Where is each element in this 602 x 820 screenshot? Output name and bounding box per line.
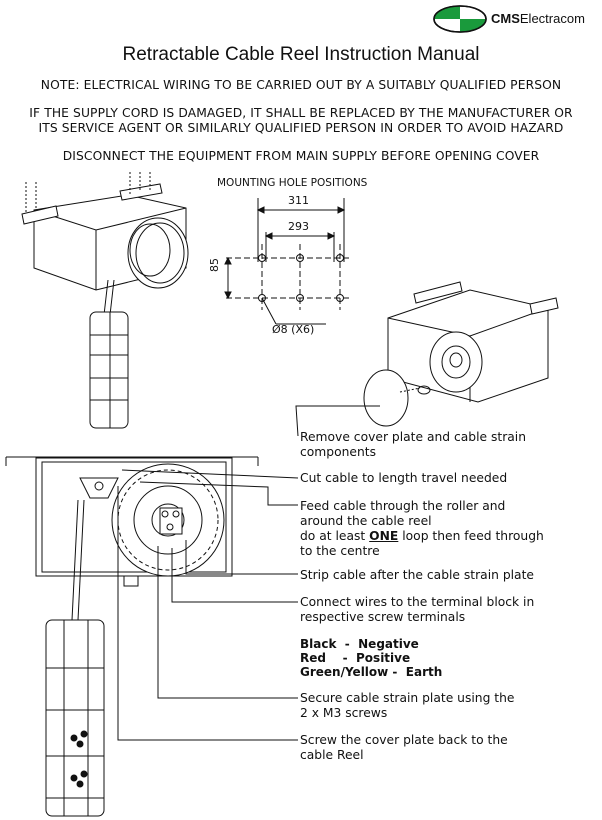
page-title: Retractable Cable Reel Instruction Manua…: [122, 44, 480, 65]
note-supply-cord-line2: ITS SERVICE AGENT OR SIMILARLY QUALIFIED…: [38, 121, 564, 135]
exploded-cover-view: [363, 281, 559, 427]
note-qualified-person: NOTE: ELECTRICAL WIRING TO BE CARRIED OU…: [40, 78, 562, 92]
note-disconnect: DISCONNECT THE EQUIPMENT FROM MAIN SUPPL…: [62, 149, 540, 163]
brand-logo: [432, 4, 600, 34]
reel-unit-isometric-view: [21, 172, 189, 429]
step-feed-cable: Feed cable through the roller and around…: [300, 499, 544, 558]
step-strip-cable: Strip cable after the cable strain plate: [300, 568, 534, 582]
dimension-inner-width: 293: [288, 220, 309, 233]
note-supply-cord-line1: IF THE SUPPLY CORD IS DAMAGED, IT SHALL …: [29, 106, 573, 120]
wire-black: Black - Negative: [300, 637, 419, 651]
wire-green-yellow: Green/Yellow - Earth: [300, 665, 443, 679]
wire-red: Red - Positive: [300, 651, 411, 665]
dimension-height: 85: [208, 258, 221, 272]
mounting-hole-diagram: [224, 198, 352, 325]
hole-diameter-spec: Ø8 (X6): [272, 323, 315, 336]
callout-leader-lines: [117, 405, 380, 741]
mounting-hole-label: MOUNTING HOLE POSITIONS: [217, 177, 368, 189]
wire-color-legend: Black - Negative Red - Positive Green/Ye…: [300, 637, 442, 679]
logo-emblem-icon: [433, 5, 487, 33]
dimension-outer-width: 311: [288, 194, 309, 207]
step-cut-cable: Cut cable to length travel needed: [300, 471, 508, 485]
reel-front-view: [5, 456, 259, 817]
brand-name: CMSElectracom: [491, 11, 585, 26]
